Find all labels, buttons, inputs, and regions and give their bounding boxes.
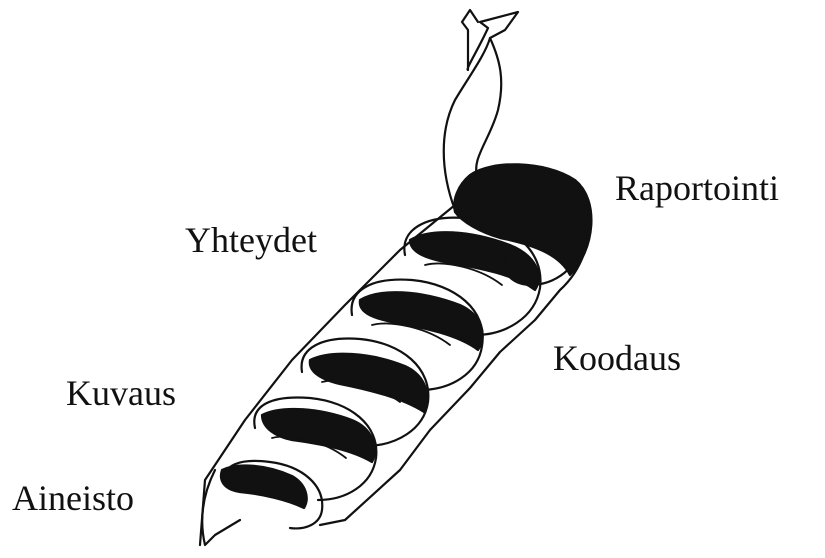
label-raportointi: Raportointi [615,170,779,206]
label-yhteydet: Yhteydet [185,222,317,258]
loop-2-fill [310,354,427,412]
label-koodaus: Koodaus [553,340,681,376]
bottom-fill [221,465,307,508]
label-kuvaus: Kuvaus [66,375,176,411]
label-aineisto: Aineisto [12,480,134,516]
